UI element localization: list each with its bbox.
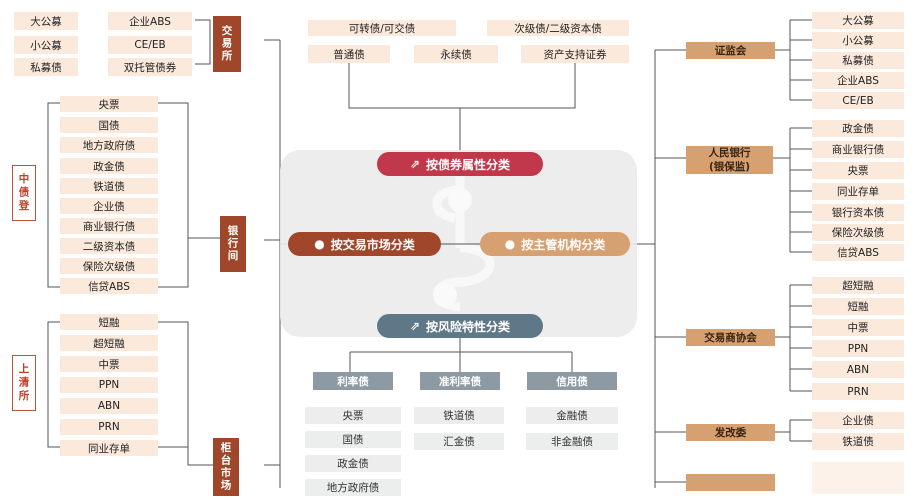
risk-category-credit: 信用债 — [527, 372, 617, 390]
regulator-pboc: 人民银行 (银保监) — [686, 146, 773, 174]
pboc-item: 同业存单 — [812, 183, 904, 200]
csrc-item: 企业ABS — [812, 72, 904, 89]
exchange-item: 小公募 — [14, 36, 78, 54]
nafmii-item: PRN — [812, 383, 904, 400]
nafmii-item: 中票 — [812, 319, 904, 336]
other-item — [812, 462, 904, 494]
rate-bond-item: 政金债 — [305, 455, 401, 472]
attr-item: 资产支持证券 — [521, 45, 629, 63]
shanghai-item: PPN — [60, 377, 158, 393]
exchange-item: 双托管债券 — [108, 58, 192, 76]
pboc-item: 保险次级债 — [812, 224, 904, 241]
attr-item: 次级债/二级资本债 — [487, 20, 629, 36]
group-label-shangqingsuo: 上清所 — [12, 355, 36, 411]
pboc-item: 政金债 — [812, 120, 904, 137]
interbank-item: 保险次级债 — [60, 258, 158, 274]
quasi-bond-item: 铁道债 — [414, 407, 504, 424]
pboc-item: 商业银行债 — [812, 141, 904, 158]
pboc-item: 央票 — [812, 162, 904, 179]
market-classification-pill: ● 按交易市场分类 — [288, 232, 441, 256]
exchange-item: CE/EB — [108, 36, 192, 54]
regulator-nafmii: 交易商协会 — [686, 329, 775, 346]
shanghai-item: 中票 — [60, 356, 158, 372]
interbank-item: 商业银行债 — [60, 218, 158, 234]
quasi-bond-item: 汇金债 — [414, 433, 504, 450]
ndrc-item: 铁道债 — [812, 433, 904, 450]
attr-item: 可转债/可交债 — [308, 20, 456, 36]
risk-classification-pill: ⇗ 按风险特性分类 — [377, 314, 543, 338]
risk-category-rate: 利率债 — [313, 372, 393, 390]
shanghai-item: ABN — [60, 398, 158, 414]
pin-icon: ● — [504, 237, 516, 251]
shanghai-item: 同业存单 — [60, 440, 158, 456]
shanghai-item: 短融 — [60, 314, 158, 330]
interbank-item: 政金债 — [60, 158, 158, 174]
regulator-classification-pill: ● 按主管机构分类 — [480, 232, 630, 256]
csrc-item: 小公募 — [812, 32, 904, 49]
nafmii-item: PPN — [812, 340, 904, 357]
rate-bond-item: 央票 — [305, 407, 401, 424]
share-icon: ⇗ — [409, 157, 421, 171]
exchange-item: 私募债 — [14, 58, 78, 76]
attr-classification-pill: ⇗ 按债券属性分类 — [377, 152, 543, 176]
regulator-other — [686, 474, 775, 491]
rate-bond-item: 国债 — [305, 431, 401, 448]
interbank-item: 央票 — [60, 96, 158, 112]
ndrc-item: 企业债 — [812, 412, 904, 429]
interbank-label: 银行间 — [220, 216, 246, 272]
credit-bond-item: 非金融债 — [526, 433, 618, 450]
attr-item: 普通债 — [308, 45, 390, 63]
regulator-ndrc: 发改委 — [686, 424, 775, 441]
interbank-item: 二级资本债 — [60, 238, 158, 254]
nafmii-item: ABN — [812, 361, 904, 378]
exchange-item: 大公募 — [14, 12, 78, 30]
interbank-item: 国债 — [60, 117, 158, 133]
attr-item: 永续债 — [414, 45, 498, 63]
interbank-item: 企业债 — [60, 198, 158, 214]
nafmii-item: 超短融 — [812, 277, 904, 294]
exchange-item: 企业ABS — [108, 12, 192, 30]
credit-bond-item: 金融债 — [526, 407, 618, 424]
group-label-zhongzhaideng: 中债登 — [12, 165, 36, 221]
pboc-item: 信贷ABS — [812, 244, 904, 261]
interbank-item: 信贷ABS — [60, 278, 158, 294]
otc-label: 柜台市场 — [213, 438, 239, 496]
csrc-item: 私募债 — [812, 52, 904, 69]
rate-bond-item: 地方政府债 — [305, 479, 401, 496]
shanghai-item: 超短融 — [60, 335, 158, 351]
pboc-item: 银行资本债 — [812, 204, 904, 221]
share-icon: ⇗ — [409, 319, 421, 333]
csrc-item: 大公募 — [812, 12, 904, 29]
risk-category-quasi: 准利率债 — [420, 372, 500, 390]
interbank-item: 地方政府债 — [60, 137, 158, 153]
shanghai-item: PRN — [60, 419, 158, 435]
regulator-csrc: 证监会 — [686, 42, 775, 59]
interbank-item: 铁道债 — [60, 178, 158, 194]
exchange-label: 交易所 — [213, 16, 241, 72]
csrc-item: CE/EB — [812, 92, 904, 109]
nafmii-item: 短融 — [812, 298, 904, 315]
pin-icon: ● — [314, 237, 325, 251]
